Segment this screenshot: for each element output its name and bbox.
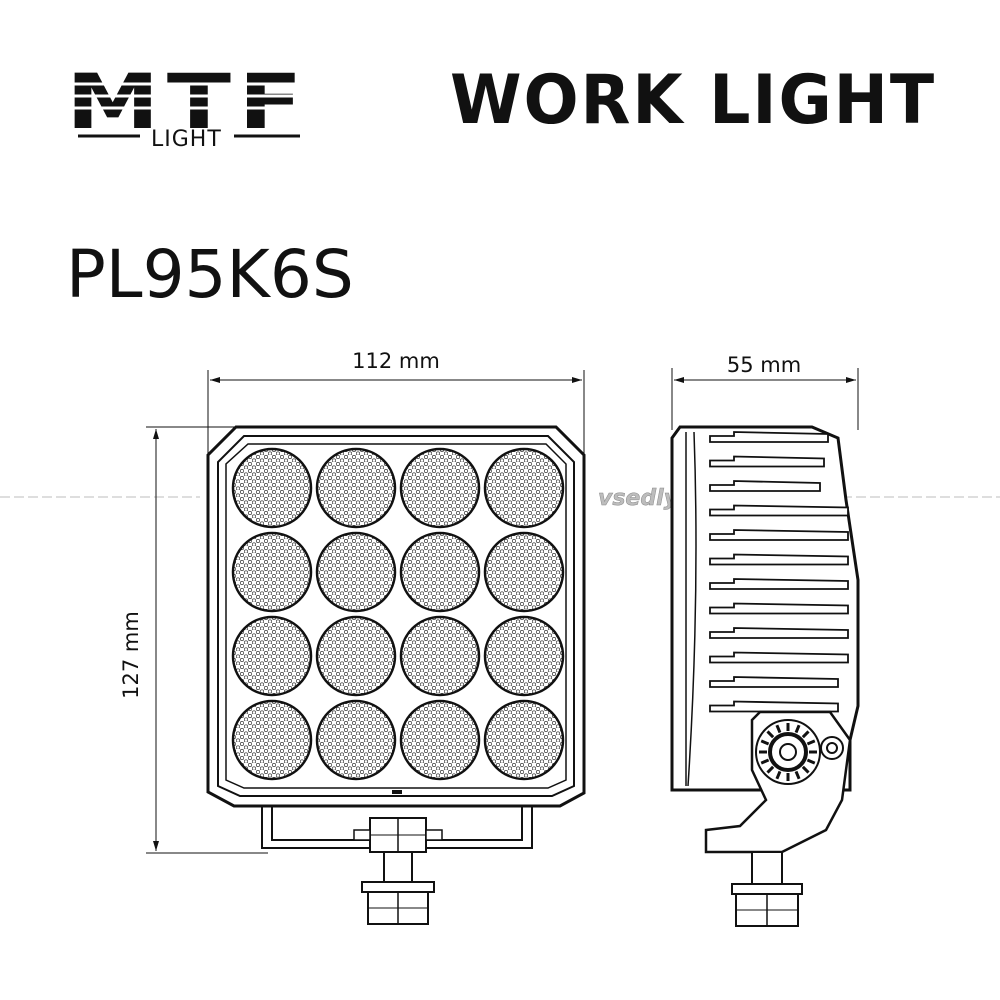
adjust-knob [755, 719, 821, 785]
cooling-fin [709, 627, 849, 639]
brand-logo: MTF LIGHT [66, 57, 312, 152]
front-view [206, 425, 586, 925]
side-screw [820, 736, 844, 760]
knob-tooth [775, 724, 782, 734]
cooling-fin [709, 578, 849, 590]
dim-label-height: 127 mm [119, 611, 143, 699]
cooling-fin [709, 504, 849, 517]
led-lens [399, 699, 481, 781]
mount-nut-left [353, 829, 371, 841]
front-indicator [392, 790, 402, 794]
dim-arrow [572, 377, 582, 383]
model-number: PL95K6S [66, 236, 354, 313]
knob-tooth [806, 758, 816, 765]
cooling-fin [709, 676, 839, 688]
led-lens [231, 531, 313, 613]
front-housing-inner [217, 435, 575, 797]
side-washer [731, 883, 803, 895]
cooling-fin [709, 480, 821, 492]
led-lens [315, 447, 397, 529]
cooling-fin [709, 529, 849, 541]
title-heading: WORK LIGHT [450, 61, 936, 140]
led-lens [231, 699, 313, 781]
led-lens [315, 531, 397, 613]
led-lens [315, 699, 397, 781]
knob-tooth [806, 739, 816, 746]
cooling-fin [709, 455, 825, 468]
cooling-fin [709, 553, 849, 566]
dim-arrow [153, 841, 159, 851]
knob-tooth [794, 724, 801, 734]
front-lens-frame [225, 443, 567, 789]
cooling-fin [709, 651, 849, 664]
led-lens [483, 699, 565, 781]
led-lens [399, 615, 481, 697]
dim-arrow [210, 377, 220, 383]
led-lens [315, 615, 397, 697]
dim-arrow [153, 429, 159, 439]
dimension-height: 127 mm [119, 426, 268, 854]
knob-tooth [766, 730, 775, 739]
led-lens [483, 615, 565, 697]
cooling-fin [709, 700, 839, 713]
brand-name: MTF [66, 57, 310, 146]
cooling-fin [709, 431, 829, 443]
knob-hub [779, 743, 797, 761]
mount-nut-right [425, 829, 443, 841]
knob-tooth [794, 770, 801, 780]
led-lens [483, 447, 565, 529]
side-view [670, 425, 860, 927]
cooling-fin [709, 602, 849, 615]
knob-tooth [775, 770, 782, 780]
dim-arrow [846, 377, 856, 383]
dim-label-depth: 55 mm [727, 353, 801, 377]
knob-tooth [801, 765, 810, 774]
knob-tooth [801, 730, 810, 739]
led-lens [231, 447, 313, 529]
knob-teeth [759, 723, 817, 781]
brand-sub: LIGHT [151, 127, 222, 152]
led-lens [399, 531, 481, 613]
dim-label-width: 112 mm [352, 349, 440, 373]
screw-inner [826, 742, 838, 754]
led-lens [483, 531, 565, 613]
led-lens [231, 615, 313, 697]
led-lens [399, 447, 481, 529]
mount-washer [361, 881, 435, 893]
knob-tooth [766, 765, 775, 774]
side-fins [709, 431, 849, 713]
knob-tooth [760, 739, 770, 746]
side-bolt-shaft [751, 851, 783, 885]
mount-bolt-shaft [383, 851, 413, 883]
side-back-plate [687, 431, 697, 787]
knob-tooth [760, 758, 770, 765]
dimension-width: 112 mm [207, 349, 585, 460]
dim-arrow [674, 377, 684, 383]
led-grid [231, 447, 565, 781]
dimension-depth: 55 mm [671, 353, 859, 430]
